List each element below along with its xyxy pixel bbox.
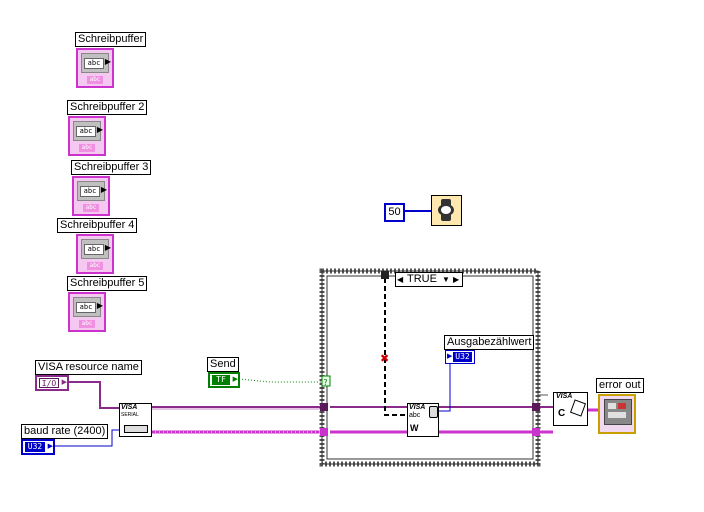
send-terminal[interactable]: TF ▶ [208,372,240,388]
case-selector-value: TRUE [407,273,437,285]
visa-serial-node[interactable]: VISA SERIAL [119,403,152,437]
tunnel-left-top [320,403,328,411]
tunnel-top [381,271,389,279]
visa-resource-wire [68,381,120,409]
chevron-down-icon[interactable]: ▼ [442,275,450,284]
case-selector[interactable]: ◀ TRUE ▼ ▶ [395,272,463,287]
visa-write-node[interactable]: VISA abc W [407,403,439,437]
send-label: Send [207,357,239,372]
baud-rate-label: baud rate (2400) [21,424,109,439]
ausgabe-terminal[interactable]: ▶ U32 [445,350,475,364]
wait-constant[interactable]: 50 [384,203,405,222]
baud-rate-terminal[interactable]: U32 ▶ [21,439,55,455]
baud-rate-wire [52,429,120,447]
serial-port-icon [124,425,148,433]
tunnel-left-bottom [320,428,328,436]
indicator-label: Schreibpuffer 2 [67,100,148,115]
pencil-icon [429,406,438,418]
broken-wire-icon: ✖ [380,352,389,365]
svg-text:?: ? [323,378,328,387]
indicator-label: Schreibpuffer 3 [71,160,152,175]
error-out-indicator[interactable] [598,394,636,434]
indicator-label: Schreibpuffer [75,32,147,47]
visa-resource-label: VISA resource name [35,360,142,375]
close-icon [569,399,587,417]
visa-resource-terminal[interactable]: I/O ▶ [35,375,69,391]
indicator-label: Schreibpuffer 4 [57,218,138,233]
indicator-label: Schreibpuffer 5 [67,276,148,291]
error-out-label: error out [596,378,644,393]
tunnel-right-top [532,403,540,411]
tunnel-right-bottom [532,428,540,436]
case-prev-arrow[interactable]: ◀ [397,275,404,284]
visa-close-node[interactable]: VISA C [553,392,588,426]
case-next-arrow[interactable]: ▶ [453,275,460,284]
send-wire [238,378,322,383]
wait-function[interactable] [431,195,462,226]
ausgabe-label: Ausgabezählwert [444,335,535,350]
